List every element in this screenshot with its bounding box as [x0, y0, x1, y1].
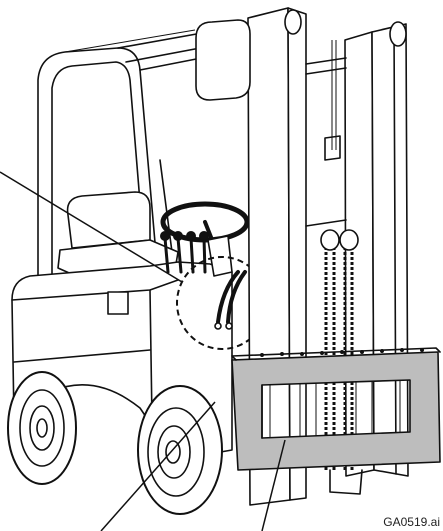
front-wheel	[138, 386, 222, 514]
mast-crosshead	[196, 20, 250, 100]
rear-wheel	[8, 372, 76, 484]
mast	[248, 8, 408, 505]
file-code: GA0519.ai	[383, 515, 440, 529]
